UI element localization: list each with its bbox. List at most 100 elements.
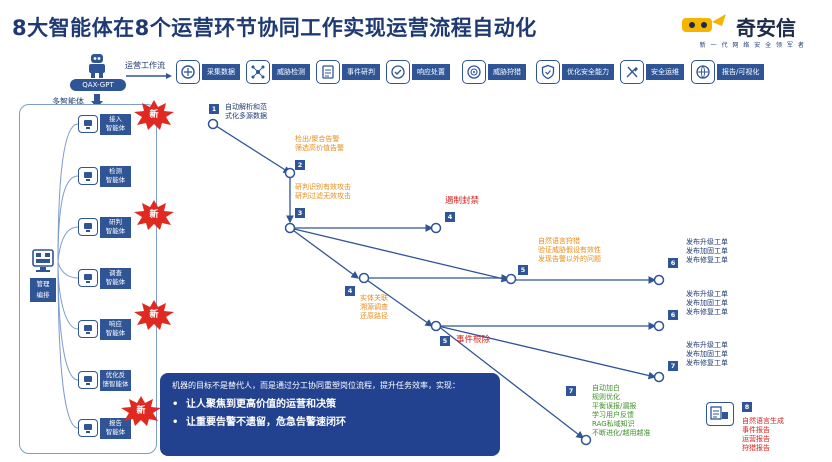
new-badge-label: 新 [149, 210, 159, 220]
callout-points: 让人聚焦到更高价值的运营和决策 让重要告警不遗留，危急告警速闭环 [172, 396, 488, 432]
step-threat-hunt: 威胁狩猎 [462, 59, 526, 85]
flow-node [207, 118, 219, 130]
new-badge-label: 新 [149, 310, 159, 320]
agent-label: 接入 智能体 [100, 113, 131, 135]
new-badge: 新 [120, 396, 162, 426]
summary-callout: 机器的目标不是替代人，而是通过分工协同重塑岗位流程，提升任务效率，实现： 让人聚… [160, 373, 500, 456]
agent-investigate: 调查 智能体 [78, 267, 131, 289]
flow-note: 自然语言生成 事件报告 运营报告 狩猎报告 [742, 417, 784, 452]
flow-line [363, 277, 434, 327]
agent-icon [78, 115, 98, 133]
brand-name: 奇安信 [736, 16, 796, 40]
starburst-icon [134, 200, 174, 230]
flow-note: 遏制封禁 [445, 196, 480, 206]
agent-label: 检测 智能体 [100, 165, 131, 187]
agent-intake: 接入 智能体 [78, 113, 131, 135]
callout-point: 让重要告警不遗留，危急告警速闭环 [172, 414, 488, 432]
starburst-icon [134, 300, 174, 330]
flow-note: 自然语言狩猎 验证威胁假设有效性 发现告警以外的问题 [538, 237, 601, 263]
flow-line [437, 325, 657, 380]
agent-detect: 检测 智能体 [78, 165, 131, 187]
step-number: 6 [668, 258, 678, 268]
flow-node [653, 320, 665, 332]
step-label: 响应处置 [412, 64, 450, 80]
agent-analyze: 研判 智能体 [78, 216, 131, 238]
step-event-analysis: 事件研判 [316, 59, 380, 85]
flow-note: 自动解析和范 式化多源数据 [225, 103, 267, 120]
flow-node [653, 371, 665, 383]
flow-note: 发布升级工单 发布加固工单 发布修复工单 [686, 238, 728, 264]
agent-icon [78, 167, 98, 185]
agent-icon [78, 218, 98, 236]
shield-icon [536, 60, 560, 84]
step-label: 事件研判 [342, 64, 380, 80]
response-icon [386, 60, 410, 84]
agent-optimize-feedback: 优化反 馈智能体 [78, 369, 131, 391]
flow-node [284, 167, 296, 179]
new-badge-label: 新 [149, 110, 159, 120]
event-analysis-icon [316, 60, 340, 84]
step-number: 6 [668, 310, 678, 320]
brand-mark-icon [682, 14, 726, 32]
step-label: 采集数据 [202, 64, 240, 80]
step-number: 4 [445, 212, 455, 222]
step-label: 报告/可视化 [717, 64, 765, 80]
new-badge: 新 [133, 100, 175, 130]
qax-gpt-badge: QAX-GPT [70, 79, 126, 91]
flow-line [289, 227, 510, 283]
flow-note: 研判识别有效攻击 研判过滤无效攻击 [295, 183, 351, 200]
callout-intro: 机器的目标不是替代人，而是通过分工协同重塑岗位流程，提升任务效率，实现： [172, 381, 460, 390]
flow-node [430, 222, 442, 234]
starburst-icon [134, 100, 174, 130]
step-threat-detect: 威胁检测 [246, 59, 310, 85]
step-number: 3 [295, 208, 305, 218]
step-number: 8 [742, 402, 752, 412]
flow-note: 发布升级工单 发布加固工单 发布修复工单 [686, 290, 728, 316]
threat-detect-icon [246, 60, 270, 84]
callout-point: 让人聚焦到更高价值的运营和决策 [172, 396, 488, 414]
data-collect-icon [176, 60, 200, 84]
step-label: 安全运维 [646, 64, 684, 80]
step-data-collect: 采集数据 [176, 59, 240, 85]
page-title: 8大智能体在8个运营环节协同工作实现运营流程自动化 [12, 16, 537, 40]
flow-note: 发布升级工单 发布加固工单 发布修复工单 [686, 341, 728, 367]
report-document-icon [706, 402, 734, 426]
management-label: 管理 编排 [30, 278, 56, 302]
step-number: 2 [295, 160, 305, 170]
flow-note: 检出/聚合告警 筛选高价值告警 [295, 135, 344, 152]
agent-icon [78, 371, 98, 389]
flow-line [212, 123, 292, 174]
flow-node [653, 274, 665, 286]
agent-respond: 响应 智能体 [78, 318, 131, 340]
step-report: 报告/可视化 [691, 59, 765, 85]
agent-icon [78, 320, 98, 338]
step-optimize: 优化安全能力 [536, 59, 614, 85]
step-label: 威胁检测 [272, 64, 310, 80]
flow-line [289, 227, 360, 279]
step-number: 5 [440, 336, 450, 346]
step-response: 响应处置 [386, 59, 450, 85]
threat-hunt-icon [462, 60, 486, 84]
brand-slogan: 新 一 代 网 络 安 全 领 军 者 [699, 42, 806, 49]
step-number: 5 [518, 265, 528, 275]
step-number: 4 [345, 286, 355, 296]
starburst-icon [121, 396, 161, 426]
new-badge: 新 [133, 300, 175, 330]
management-orchestration: 管理 编排 [30, 248, 56, 304]
tools-icon [620, 60, 644, 84]
step-secops: 安全运维 [620, 59, 684, 85]
workflow-steps: 采集数据 威胁检测 事件研判 响应处置 威胁狩猎 优化安全能力 安全运维 [176, 59, 776, 85]
agent-label: 研判 智能体 [100, 216, 131, 238]
flow-node [284, 222, 296, 234]
agent-icon [78, 419, 98, 437]
agent-label: 响应 智能体 [100, 318, 131, 340]
flow-line [437, 325, 585, 439]
step-number: 1 [209, 104, 219, 114]
multi-agents-label: 多智能体 [52, 97, 84, 106]
flow-node [505, 273, 517, 285]
step-number: 7 [566, 386, 576, 396]
step-number: 7 [668, 361, 678, 371]
flow-node [358, 272, 370, 284]
workflow-arrow-icon [126, 73, 172, 79]
